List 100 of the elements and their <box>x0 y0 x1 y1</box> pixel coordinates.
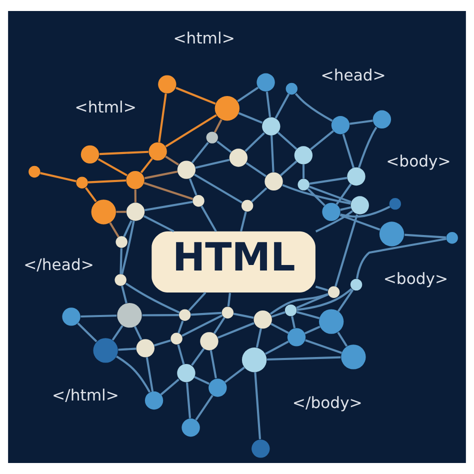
connector <box>134 189 136 202</box>
node-circle <box>178 309 191 321</box>
node-circle <box>389 198 401 210</box>
connector <box>337 289 354 312</box>
connector <box>195 394 214 421</box>
connector <box>154 339 171 347</box>
connector <box>140 158 153 174</box>
connector <box>134 326 142 340</box>
connector <box>356 238 446 279</box>
connector <box>270 322 289 334</box>
connector <box>309 176 348 185</box>
node-circle <box>91 200 116 224</box>
connector <box>315 286 328 292</box>
node-circle <box>222 306 234 318</box>
node-circle <box>208 378 227 397</box>
connector <box>270 293 328 315</box>
connector <box>296 288 352 311</box>
connector <box>165 114 217 148</box>
connector <box>144 182 194 200</box>
connector <box>194 376 210 385</box>
connector <box>99 150 148 156</box>
node-circle <box>298 178 310 190</box>
node-circle <box>350 278 362 291</box>
connector <box>294 92 333 122</box>
node-circle <box>206 132 218 144</box>
label: </html> <box>52 386 119 405</box>
connector <box>337 332 348 347</box>
connector <box>84 187 97 202</box>
node-circle <box>446 232 458 244</box>
connector <box>244 132 265 152</box>
node-circle <box>379 222 404 246</box>
connector <box>358 126 378 168</box>
connector <box>194 174 243 204</box>
connector <box>227 292 231 307</box>
connector <box>350 120 373 125</box>
connector <box>200 206 217 232</box>
node-circle <box>80 145 100 164</box>
connector <box>296 294 329 309</box>
label: <html> <box>74 98 136 117</box>
connector <box>233 312 254 319</box>
connector <box>98 158 128 176</box>
connector <box>123 220 132 237</box>
connector <box>342 134 355 168</box>
connector <box>302 164 305 178</box>
connector <box>291 316 296 328</box>
connector <box>112 325 124 341</box>
connector <box>77 322 98 342</box>
connector <box>266 356 341 361</box>
connector <box>214 119 222 133</box>
node-circle <box>318 309 344 334</box>
connector <box>144 200 193 212</box>
connector <box>88 179 126 184</box>
node-circle <box>284 304 297 316</box>
connector <box>142 314 179 316</box>
label: <body> <box>386 152 451 170</box>
connector <box>80 314 117 318</box>
node-circle <box>177 364 196 382</box>
connector <box>177 344 185 364</box>
connector <box>340 214 380 231</box>
connector <box>305 339 342 354</box>
connector <box>274 94 290 119</box>
label: <html> <box>173 30 235 48</box>
connector <box>404 234 446 238</box>
node-circle <box>126 170 144 190</box>
connector <box>125 282 180 314</box>
connector <box>315 210 354 232</box>
node-circle <box>372 110 392 128</box>
connector <box>182 314 223 337</box>
connector <box>282 184 351 205</box>
label: <head> <box>320 66 386 85</box>
connector <box>240 212 247 232</box>
node-circle <box>158 75 176 94</box>
connector <box>118 348 136 351</box>
connector <box>304 326 320 334</box>
connector <box>116 210 126 213</box>
connector <box>213 317 226 334</box>
label: <body> <box>383 270 448 288</box>
connector <box>186 382 192 418</box>
connector <box>336 183 352 206</box>
node-circle <box>136 339 154 358</box>
connector <box>160 378 180 396</box>
connector <box>195 158 230 169</box>
connector <box>264 340 289 355</box>
node-circle <box>182 418 200 437</box>
node-circle <box>241 200 254 212</box>
node-circle <box>294 146 313 164</box>
node-circle <box>341 344 366 370</box>
node-circle <box>117 302 142 328</box>
node-circle <box>192 195 204 207</box>
connector <box>191 142 209 164</box>
connector <box>218 322 254 339</box>
connector <box>120 248 122 274</box>
connector <box>178 320 184 334</box>
connector <box>340 206 390 218</box>
connector <box>158 94 167 142</box>
node-circle <box>116 236 128 248</box>
connector <box>237 86 259 102</box>
connector <box>121 286 128 304</box>
connector <box>271 311 286 318</box>
node-circle <box>262 117 280 136</box>
